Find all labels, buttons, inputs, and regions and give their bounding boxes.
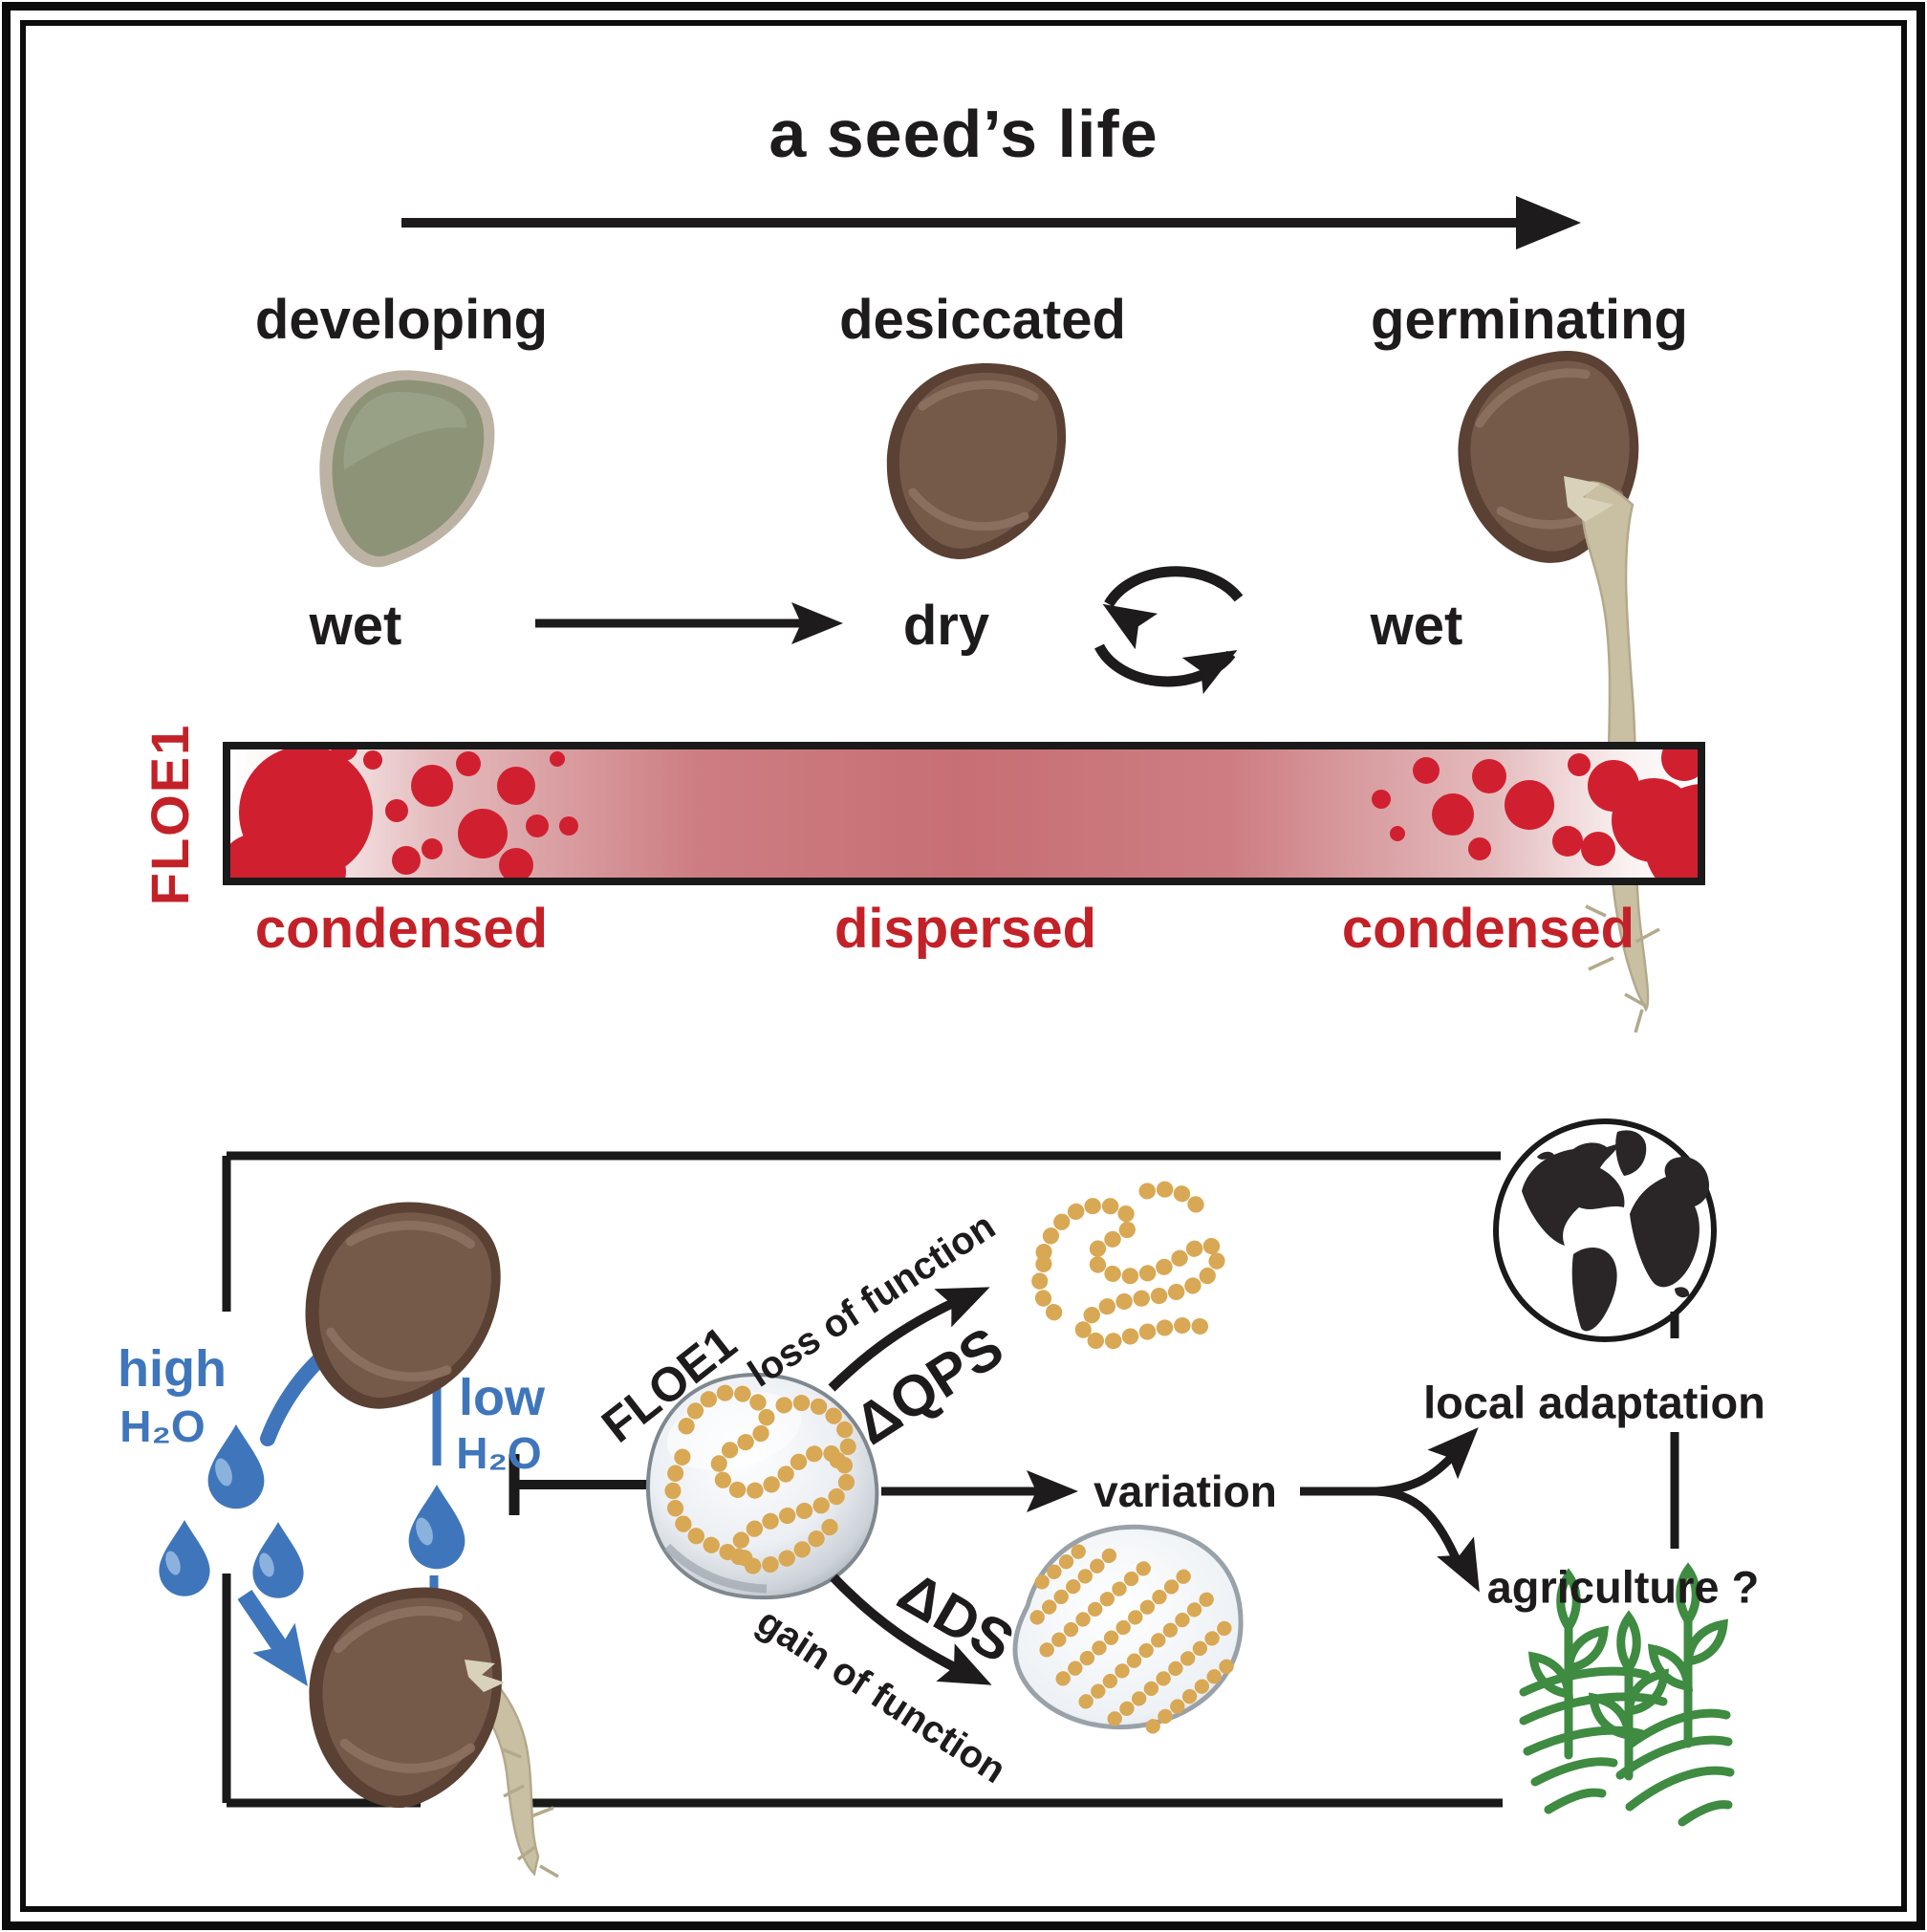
root-hairs xyxy=(1585,904,1660,1033)
bar-state-condensed-right: condensed xyxy=(1341,898,1635,960)
moisture-label-wet-right: wet xyxy=(1370,595,1463,657)
seed-coat-crack xyxy=(465,1660,505,1692)
bar-state-condensed-left: condensed xyxy=(254,898,549,960)
high-water-formula: H₂O xyxy=(119,1401,206,1451)
dqps-disordered-chain xyxy=(1031,1181,1226,1350)
dds-aggregate-blob xyxy=(1012,1524,1244,1734)
floe1-axis-label: FLOE1 xyxy=(140,723,200,906)
crops-field-icon xyxy=(1519,1562,1735,1827)
variation-arrow xyxy=(881,1470,1376,1512)
globe-icon xyxy=(1493,1118,1717,1342)
stage-label-germinating: germinating xyxy=(1371,289,1688,351)
arrowhead-icon xyxy=(1516,196,1581,250)
figure-title: a seed’s life xyxy=(769,97,1158,171)
thick-down-arrow xyxy=(237,1589,292,1660)
thick-down-arrowhead-icon xyxy=(252,1622,308,1686)
low-water-formula: H₂O xyxy=(456,1428,542,1478)
high-water-label: high xyxy=(118,1340,227,1398)
droplet-highlights xyxy=(165,1458,274,1577)
inhibition-connector xyxy=(509,1454,652,1515)
local-adaptation-label: local adaptation xyxy=(1423,1377,1765,1428)
developing-seed-illustration xyxy=(319,370,495,568)
cycle-frame xyxy=(222,1151,1503,1808)
moisture-label-wet-left: wet xyxy=(309,595,402,657)
root-hairs xyxy=(502,1747,559,1878)
variation-label: variation xyxy=(1093,1466,1277,1516)
radicle-root xyxy=(466,1662,540,1877)
seed-life-arrow xyxy=(401,196,1581,250)
stage-label-developing: developing xyxy=(254,289,549,351)
moisture-label-dry: dry xyxy=(902,595,990,657)
agriculture-label: agriculture ? xyxy=(1486,1561,1760,1613)
dry-wet-cycle-icon xyxy=(1091,566,1248,695)
germinated-seed-illustration xyxy=(292,1574,559,1878)
disordered-protein-chain xyxy=(664,1384,856,1575)
low-water-label: low xyxy=(459,1369,545,1426)
gain-of-function-arrow xyxy=(830,1574,1002,1704)
condensate-droplets xyxy=(230,749,1698,878)
floe1-state-bar xyxy=(223,742,1705,885)
ordered-protein-rows xyxy=(1029,1541,1243,1734)
desiccated-seed-illustration xyxy=(887,363,1066,559)
bar-state-dispersed: dispersed xyxy=(834,898,1096,960)
wet-to-dry-arrow xyxy=(535,602,843,644)
loss-of-function-arrow xyxy=(828,1268,999,1392)
floe1-condensate-blob xyxy=(646,1372,879,1600)
variation-fork-arrows xyxy=(1375,1412,1499,1602)
stage-label-desiccated: desiccated xyxy=(839,289,1126,351)
seed-coat-crack xyxy=(1564,476,1613,522)
